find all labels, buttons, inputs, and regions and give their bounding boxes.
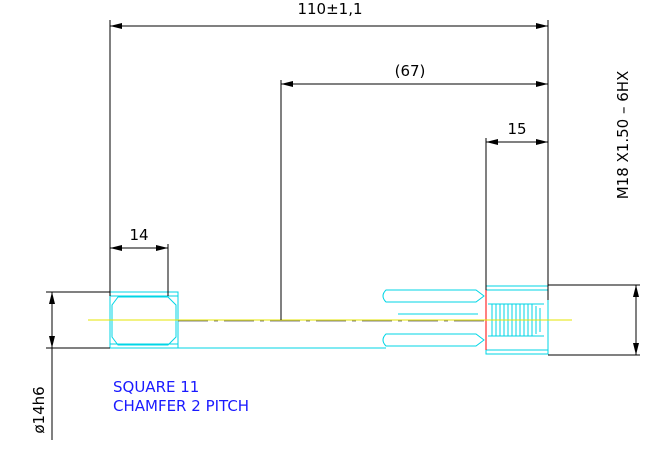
arrow-spec-bottom: [633, 343, 639, 355]
arrow-thread-right: [536, 139, 548, 145]
thread-teeth: [488, 303, 544, 337]
flute-lower: [382, 333, 485, 347]
part-outline: [109, 285, 549, 355]
arrow-left: [110, 23, 122, 29]
dim-overall-length: [109, 20, 549, 300]
label-square-length: 14: [129, 226, 148, 244]
arrow-ref-left: [281, 81, 293, 87]
arrow-dia-bottom: [49, 336, 55, 348]
arrow-right: [536, 23, 548, 29]
dim-thread-spec: [548, 284, 640, 356]
dim-square-length: [110, 244, 169, 296]
arrow-thread-left: [486, 139, 498, 145]
label-shaft-diameter: ø14h6: [30, 386, 48, 433]
arrow-square-right: [156, 245, 168, 251]
label-overall-length: 110±1,1: [297, 0, 362, 18]
arrow-spec-top: [633, 285, 639, 297]
arrow-square-left: [110, 245, 122, 251]
label-thread-length: 15: [507, 120, 526, 138]
dim-thread-length: [485, 138, 548, 290]
note-chamfer: CHAMFER 2 PITCH: [113, 397, 249, 415]
arrow-ref-right: [536, 81, 548, 87]
label-reference-length: (67): [395, 62, 426, 80]
flute-upper: [382, 289, 485, 303]
label-thread-spec: M18 X1.50 – 6HX: [614, 71, 632, 200]
dim-reference-length: [280, 80, 548, 320]
square-head-chamfer: [111, 296, 177, 346]
dim-shaft-diameter: [46, 291, 110, 440]
arrow-dia-top: [49, 292, 55, 304]
note-square: SQUARE 11: [113, 378, 199, 396]
